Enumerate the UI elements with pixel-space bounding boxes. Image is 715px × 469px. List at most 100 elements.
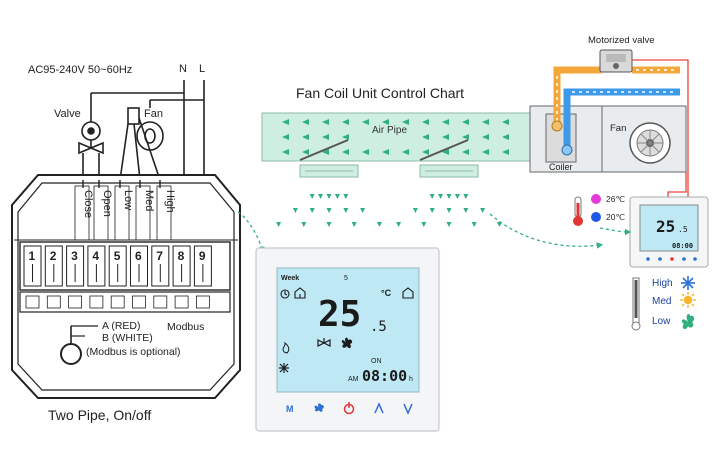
supply-air-arrows — [276, 194, 502, 227]
airflow-arrow — [422, 134, 429, 140]
fan-status-icon — [341, 337, 353, 349]
live-label: L — [199, 63, 205, 75]
airflow-arrow — [342, 134, 349, 140]
temperature-decimal: .5 — [370, 319, 387, 335]
airflow-arrow — [496, 222, 502, 227]
terminal-number: 8 — [178, 249, 185, 263]
speed-low-label: Low — [652, 316, 671, 327]
airflow-arrow — [396, 222, 402, 227]
airflow-arrow — [282, 134, 289, 140]
cold-indicator-dot — [591, 212, 601, 222]
slot — [174, 295, 189, 309]
fan-button[interactable] — [311, 401, 327, 415]
airflow-arrow — [282, 119, 289, 125]
terminal-function-label: High — [164, 190, 176, 213]
airflow-arrow — [322, 149, 329, 155]
terminal-function-box — [114, 185, 130, 241]
airflow-arrow — [360, 208, 366, 213]
neutral-label: N — [179, 63, 187, 75]
airflow-arrow — [302, 134, 309, 140]
airflow-arrow — [454, 194, 460, 199]
terminal-function-box — [156, 185, 172, 241]
small-thermostat-temperature: 25 — [656, 217, 675, 236]
fan-speed-legend: High Med Low — [631, 276, 696, 331]
airflow-arrow — [362, 119, 369, 125]
terminal-number: 5 — [114, 249, 121, 263]
leaf-fan-icon — [681, 314, 695, 330]
airflow-arrow — [446, 208, 452, 213]
terminal-number: 1 — [29, 249, 36, 263]
hot-indicator-dot — [591, 194, 601, 204]
airflow-arrow — [302, 119, 309, 125]
modbus-a-label: A (RED) — [102, 320, 141, 332]
speed-med-label: Med — [652, 296, 671, 307]
airflow-arrow — [422, 149, 429, 155]
slot — [46, 295, 61, 309]
mode-button[interactable]: M — [282, 401, 298, 415]
clock-time: 08:00 — [362, 367, 407, 385]
slot — [195, 295, 210, 309]
airflow-arrow — [302, 149, 309, 155]
terminal-number: 2 — [50, 249, 57, 263]
airflow-arrow — [471, 222, 477, 227]
chart-title: Fan Coil Unit Control Chart — [296, 85, 464, 101]
airflow-arrow — [429, 194, 435, 199]
valve-label: Valve — [54, 108, 81, 120]
airflow-arrow — [462, 134, 469, 140]
airflow-arrow — [442, 119, 449, 125]
down-button[interactable] — [400, 401, 416, 415]
home-icon — [294, 287, 306, 299]
week-label: Week — [281, 275, 299, 282]
airflow-arrow — [318, 194, 324, 199]
power-supply-label: AC95-240V 50~60Hz — [28, 64, 132, 76]
terminal-number: 7 — [156, 249, 163, 263]
heat-icon — [282, 341, 290, 354]
airflow-arrow — [292, 208, 298, 213]
airflow-arrow — [343, 194, 349, 199]
am-label: AM — [348, 376, 359, 383]
airflow-arrow — [309, 208, 315, 213]
airflow-arrow — [309, 194, 315, 199]
slot — [25, 295, 40, 309]
modbus-note: (Modbus is optional) — [86, 346, 181, 358]
air-pipe-label: Air Pipe — [372, 125, 407, 136]
speed-high-label: High — [652, 278, 673, 289]
valve-status-icon — [317, 338, 331, 347]
slot — [110, 295, 125, 309]
terminal-number: 4 — [92, 249, 99, 263]
up-button[interactable] — [371, 401, 387, 415]
terminal-function-label: Open — [101, 190, 113, 217]
airflow-arrow — [376, 222, 382, 227]
airflow-arrow — [442, 149, 449, 155]
unit-symbol: °C — [381, 288, 392, 298]
motorized-valve-label: Motorized valve — [588, 35, 655, 46]
room-icon — [402, 287, 414, 299]
cold-temperature: 20℃ — [606, 212, 625, 222]
schedule-icon — [280, 289, 290, 299]
modbus-connector — [60, 343, 82, 365]
terminal-function-box — [135, 185, 151, 241]
terminal-function-box — [74, 185, 90, 241]
terminal-wires — [82, 180, 161, 188]
power-button[interactable] — [341, 401, 357, 415]
fan-unit-label: Fan — [610, 123, 626, 134]
temperature-legend: 26℃ 20℃ — [573, 194, 625, 226]
fan-coil-unit: Coiler Fan — [529, 105, 687, 173]
airflow-arrow — [412, 208, 418, 213]
supply-wires — [90, 80, 205, 180]
fan-motor-icon — [119, 107, 164, 181]
terminal-number: 6 — [135, 249, 142, 263]
wiring-caption: Two Pipe, On/off — [48, 407, 151, 423]
airflow-arrow — [351, 222, 357, 227]
wiring-diagram: AC95-240V 50~60Hz N L Valve Fan — [11, 63, 241, 423]
cold-water-pipe — [561, 66, 680, 156]
vent-right — [419, 139, 479, 178]
airflow-arrow — [502, 134, 509, 140]
airflow-arrow — [480, 208, 486, 213]
airflow-arrow — [482, 149, 489, 155]
airflow-arrow — [463, 194, 469, 199]
terminal-number: 3 — [71, 249, 78, 263]
airflow-arrow — [342, 119, 349, 125]
